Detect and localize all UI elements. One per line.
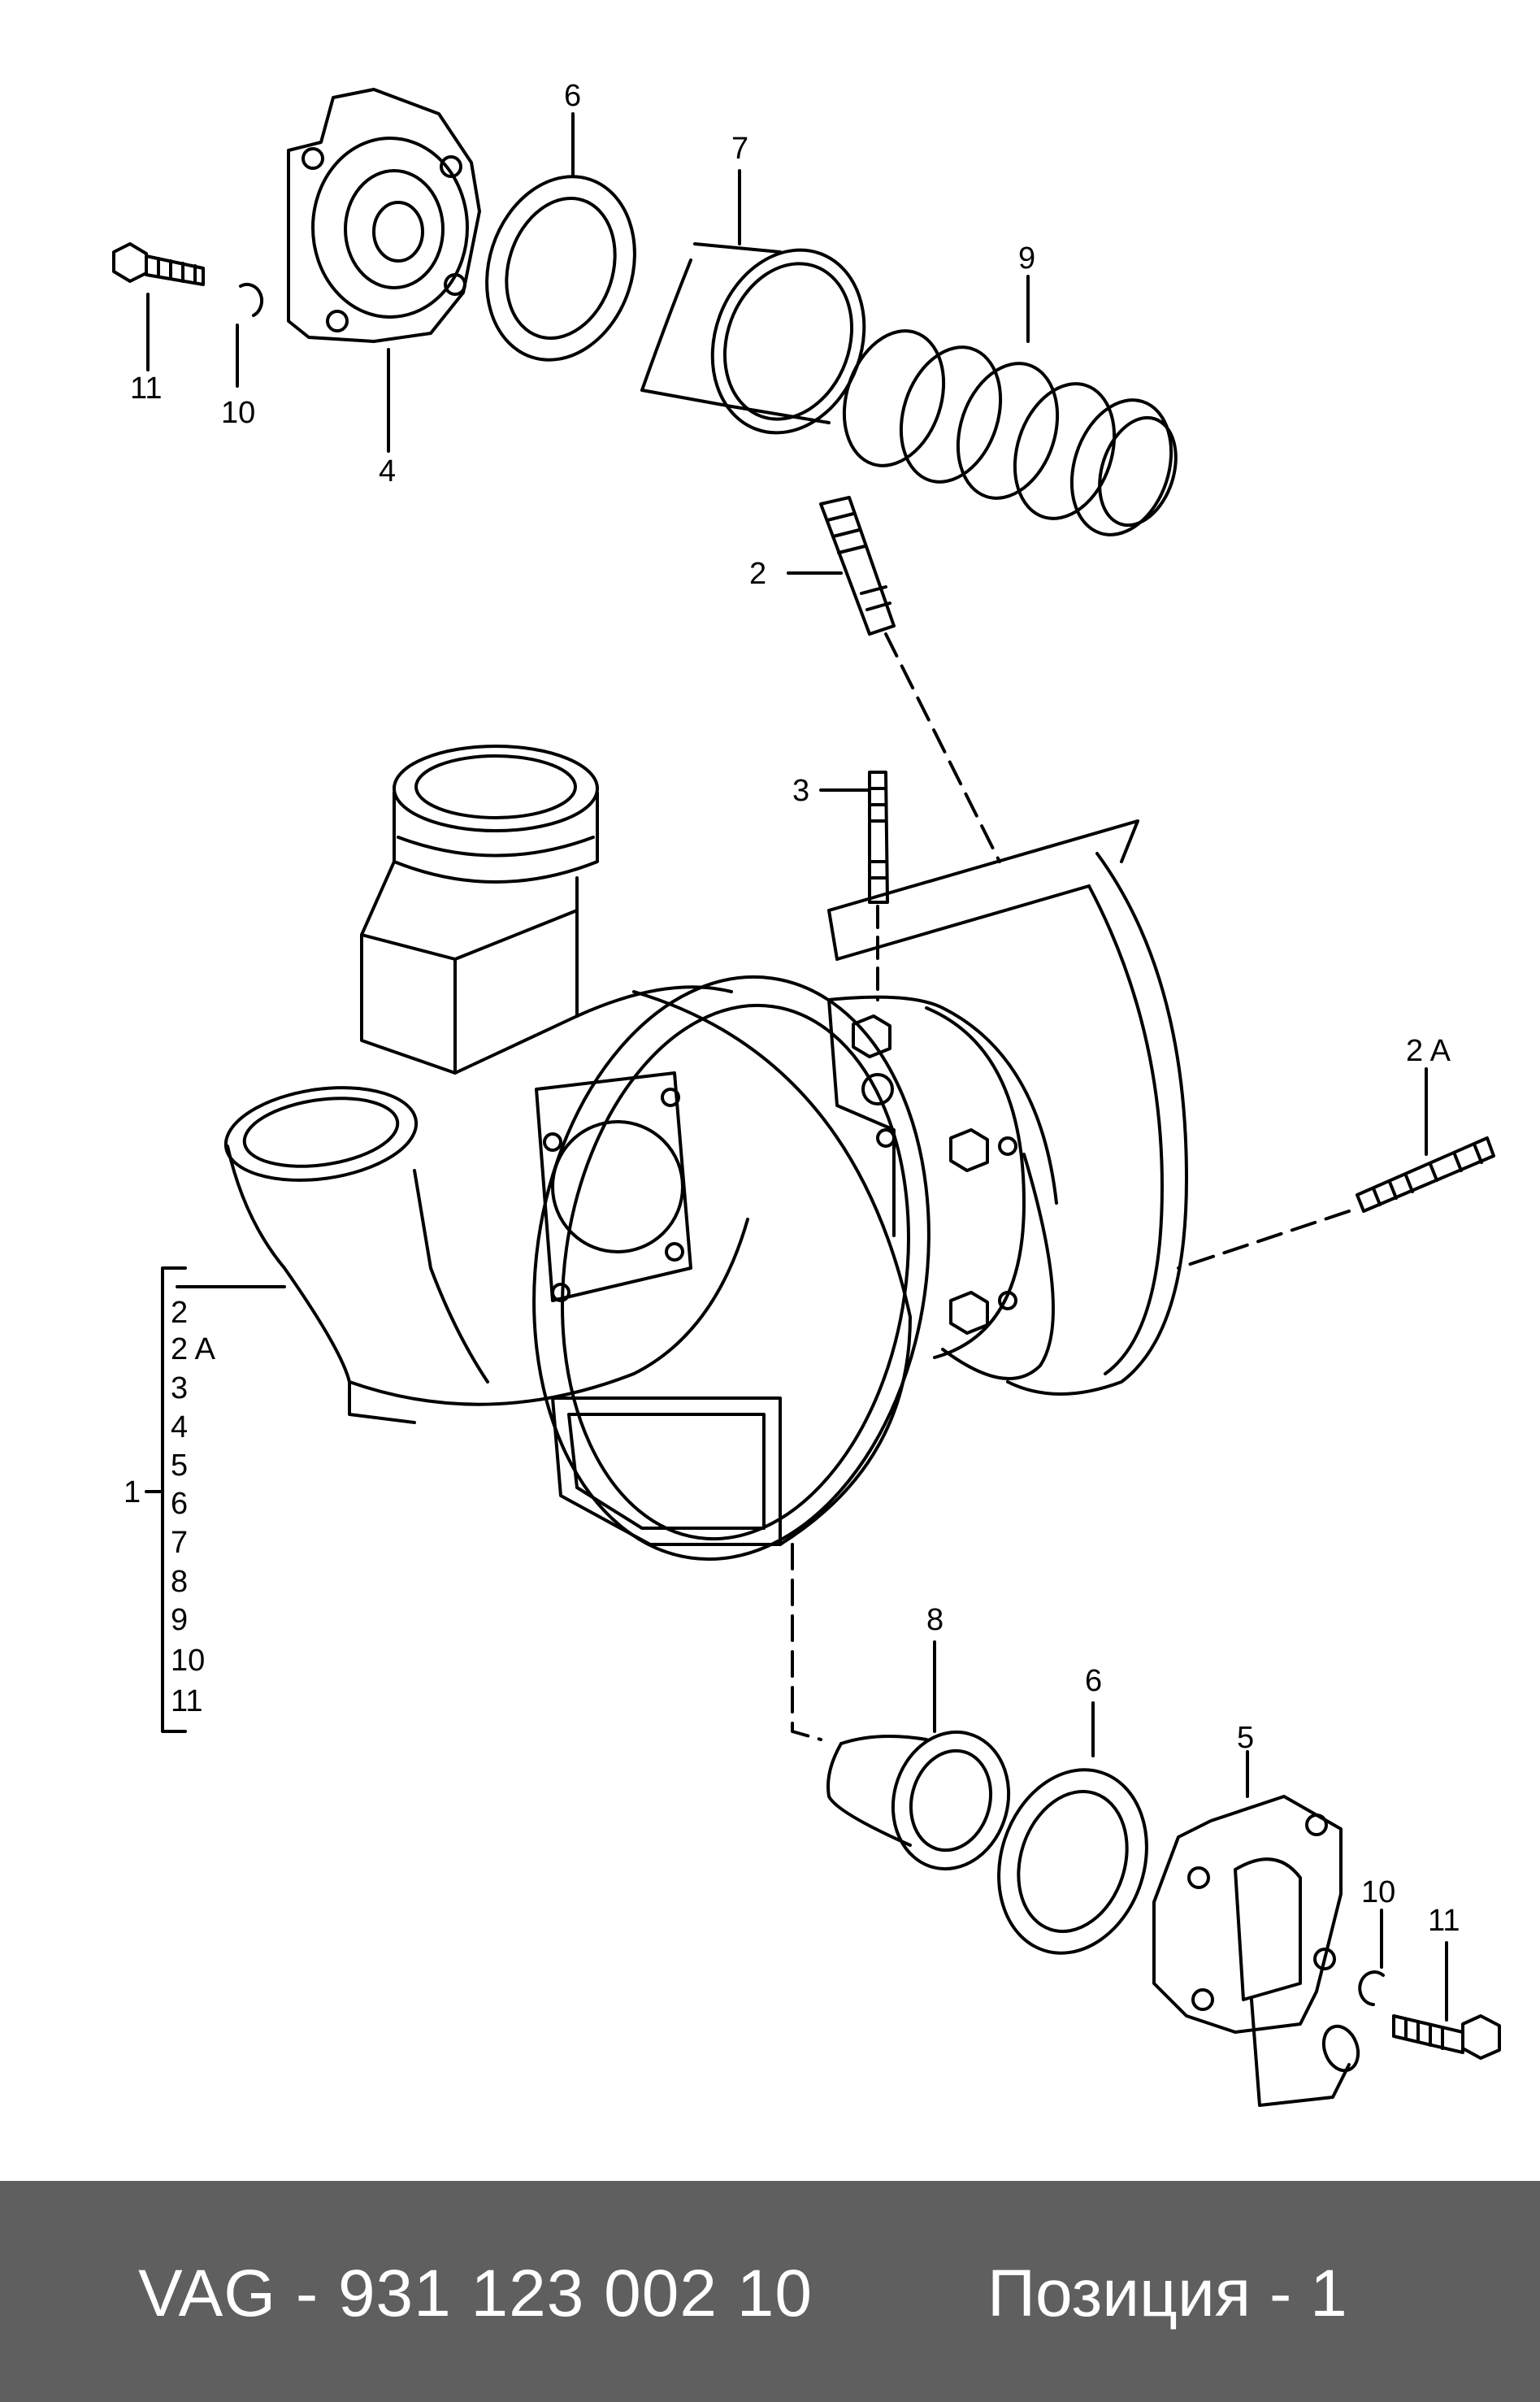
- list-item: 11: [171, 1684, 202, 1718]
- clip-10-top: [236, 283, 264, 388]
- bolt-11-bottom: [1392, 1941, 1501, 2060]
- assembly-bracket: [145, 1266, 286, 1733]
- bolt-11-top: [112, 242, 205, 371]
- assembly-parts-list: 2 2 A 3 4 5 6 7 8 9 10 11: [171, 1296, 216, 1718]
- clip-10-bottom: [1358, 1909, 1385, 2006]
- callout-6-bottom: 6: [1085, 1664, 1102, 1698]
- callout-11-top: 11: [130, 371, 162, 406]
- callout-2a: 2 A: [1406, 1034, 1451, 1068]
- list-item: 5: [171, 1449, 188, 1483]
- callout-5: 5: [1237, 1721, 1254, 1755]
- callout-10-top: 10: [221, 396, 255, 430]
- callout-1: 1: [124, 1475, 141, 1509]
- sleeve-7: [640, 169, 866, 435]
- gasket-6-bottom: [997, 1701, 1148, 1955]
- stud-3: [819, 771, 889, 1001]
- position-label: Позиция - 1: [987, 2256, 1347, 2330]
- callout-10-bottom: 10: [1361, 1875, 1395, 1909]
- callout-8: 8: [926, 1603, 944, 1637]
- list-item: 2: [171, 1296, 188, 1330]
- callout-11-bottom: 11: [1428, 1904, 1460, 1938]
- list-item: 8: [171, 1565, 188, 1599]
- callout-7: 7: [731, 132, 748, 166]
- part-number: VAG - 931 123 002 10: [138, 2256, 813, 2330]
- callout-2: 2: [749, 557, 766, 591]
- callout-6-top: 6: [564, 79, 581, 113]
- exploded-parts-diagram: 6 7 9 11 10 4 2 3 2 A 8 6 5 10 11 1 2 2 …: [112, 79, 1501, 2107]
- list-item: 9: [171, 1603, 188, 1637]
- list-item: 6: [171, 1487, 188, 1521]
- spring-9: [842, 275, 1178, 536]
- list-item: 4: [171, 1410, 188, 1444]
- gasket-6-top: [485, 112, 636, 362]
- stud-2a: [1177, 1067, 1495, 1270]
- footer-banner: VAG - 931 123 002 10 Позиция - 1: [0, 2181, 1540, 2402]
- list-item: 3: [171, 1371, 188, 1405]
- cover-4: [287, 88, 481, 453]
- stud-2: [787, 496, 1001, 863]
- callout-4: 4: [379, 454, 396, 489]
- callout-3: 3: [792, 774, 809, 808]
- bushing-8: [826, 1640, 1011, 1871]
- list-item: 7: [171, 1526, 188, 1560]
- cover-5: [1152, 1750, 1360, 2107]
- list-item: 10: [171, 1644, 205, 1678]
- callout-9: 9: [1018, 241, 1035, 276]
- list-item: 2 A: [171, 1332, 216, 1366]
- turbocharger-assembly-1: [223, 745, 1188, 1741]
